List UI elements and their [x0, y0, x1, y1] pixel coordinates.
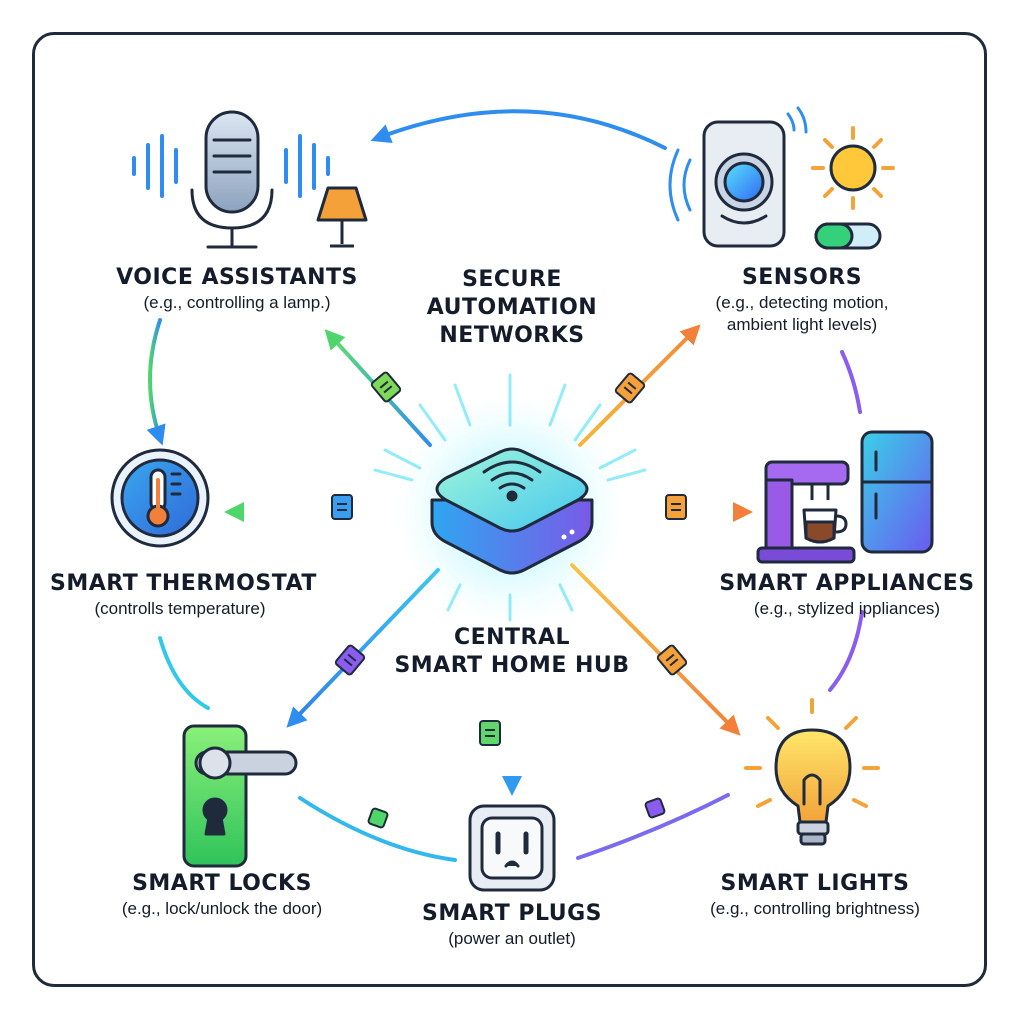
arrow-to-locks [286, 568, 440, 728]
packet-icon [334, 644, 366, 676]
data-packets [331, 371, 688, 829]
device-subtitle: (e.g., controlling a lamp.) [143, 293, 331, 312]
label-sensors: SENSORS (e.g., detecting motion, ambient… [682, 264, 922, 336]
label-smart-plugs: SMART PLUGS (power an outlet) [402, 900, 622, 950]
ring-arc-voice-to-thermostat [146, 318, 166, 446]
device-subtitle: ambient light levels) [726, 315, 878, 334]
ring-arc-appliances-to-lights [828, 610, 864, 692]
packet-icon [479, 720, 501, 746]
device-subtitle: (e.g., detecting motion, [715, 293, 889, 312]
sun-icon [811, 126, 895, 210]
device-subtitle: (e.g., lock/unlock the door) [121, 899, 323, 918]
device-subtitle: (controlls temperature) [94, 599, 266, 618]
device-title: SMART LIGHTS [720, 871, 910, 896]
device-title: SMART LOCKS [132, 871, 312, 896]
label-smart-locks: SMART LOCKS (e.g., lock/unlock the door) [82, 870, 362, 920]
motion-sensor-icon [668, 106, 808, 248]
hub-title: CENTRAL [453, 625, 571, 650]
device-title: SMART APPLIANCES [719, 571, 975, 596]
coffee-maker-icon [756, 460, 856, 564]
packet-icon [665, 494, 687, 520]
light-bulb-icon [744, 698, 880, 846]
fridge-icon [860, 430, 934, 554]
network-line: AUTOMATION [426, 295, 598, 320]
arrow-to-lights [570, 563, 741, 736]
device-subtitle: (e.g., stylized ippliances) [753, 599, 941, 618]
packet-icon [370, 371, 402, 403]
hub-title: SMART HOME HUB [394, 653, 630, 678]
label-central-hub: CENTRAL SMART HOME HUB [392, 624, 632, 680]
label-smart-thermostat: SMART THERMOSTAT (controlls temperature) [50, 570, 317, 620]
microphone-icon [132, 110, 330, 249]
ring-arc-locks-to-plugs [298, 796, 457, 862]
label-secure-networks: SECURE AUTOMATION NETWORKS [412, 266, 612, 350]
device-title: SMART THERMOSTAT [50, 571, 317, 596]
label-smart-lights: SMART LIGHTS (e.g., controlling brightne… [680, 870, 950, 920]
thermometer-icon [110, 448, 210, 548]
toggle-icon [814, 222, 882, 250]
device-title: SMART PLUGS [421, 901, 602, 926]
label-voice-assistants: VOICE ASSISTANTS (e.g., controlling a la… [92, 264, 382, 314]
ring-arc-sensors-to-voice [370, 109, 667, 150]
network-line: NETWORKS [439, 323, 585, 348]
device-subtitle: (e.g., controlling brightness) [710, 899, 920, 918]
lamp-icon [316, 186, 368, 248]
ring-arc-plugs-to-lights [576, 793, 730, 860]
ring-arc-thermostat-to-locks [158, 636, 210, 710]
packet-icon [614, 372, 646, 404]
packet-icon [367, 807, 389, 829]
door-lock-icon [182, 724, 298, 868]
ring-connectors [146, 109, 864, 862]
packet-icon [644, 797, 666, 819]
ring-arc-sensors-to-appliances [840, 350, 862, 414]
device-title: SENSORS [741, 265, 863, 290]
wifi-router-icon [430, 447, 594, 575]
label-smart-appliances: SMART APPLIANCES (e.g., stylized ipplian… [712, 570, 982, 620]
device-subtitle: (power an outlet) [448, 929, 576, 948]
device-title: VOICE ASSISTANTS [116, 265, 358, 290]
packet-icon [656, 644, 688, 676]
power-outlet-icon [468, 804, 556, 892]
network-line: SECURE [462, 267, 562, 292]
packet-icon [331, 494, 353, 520]
